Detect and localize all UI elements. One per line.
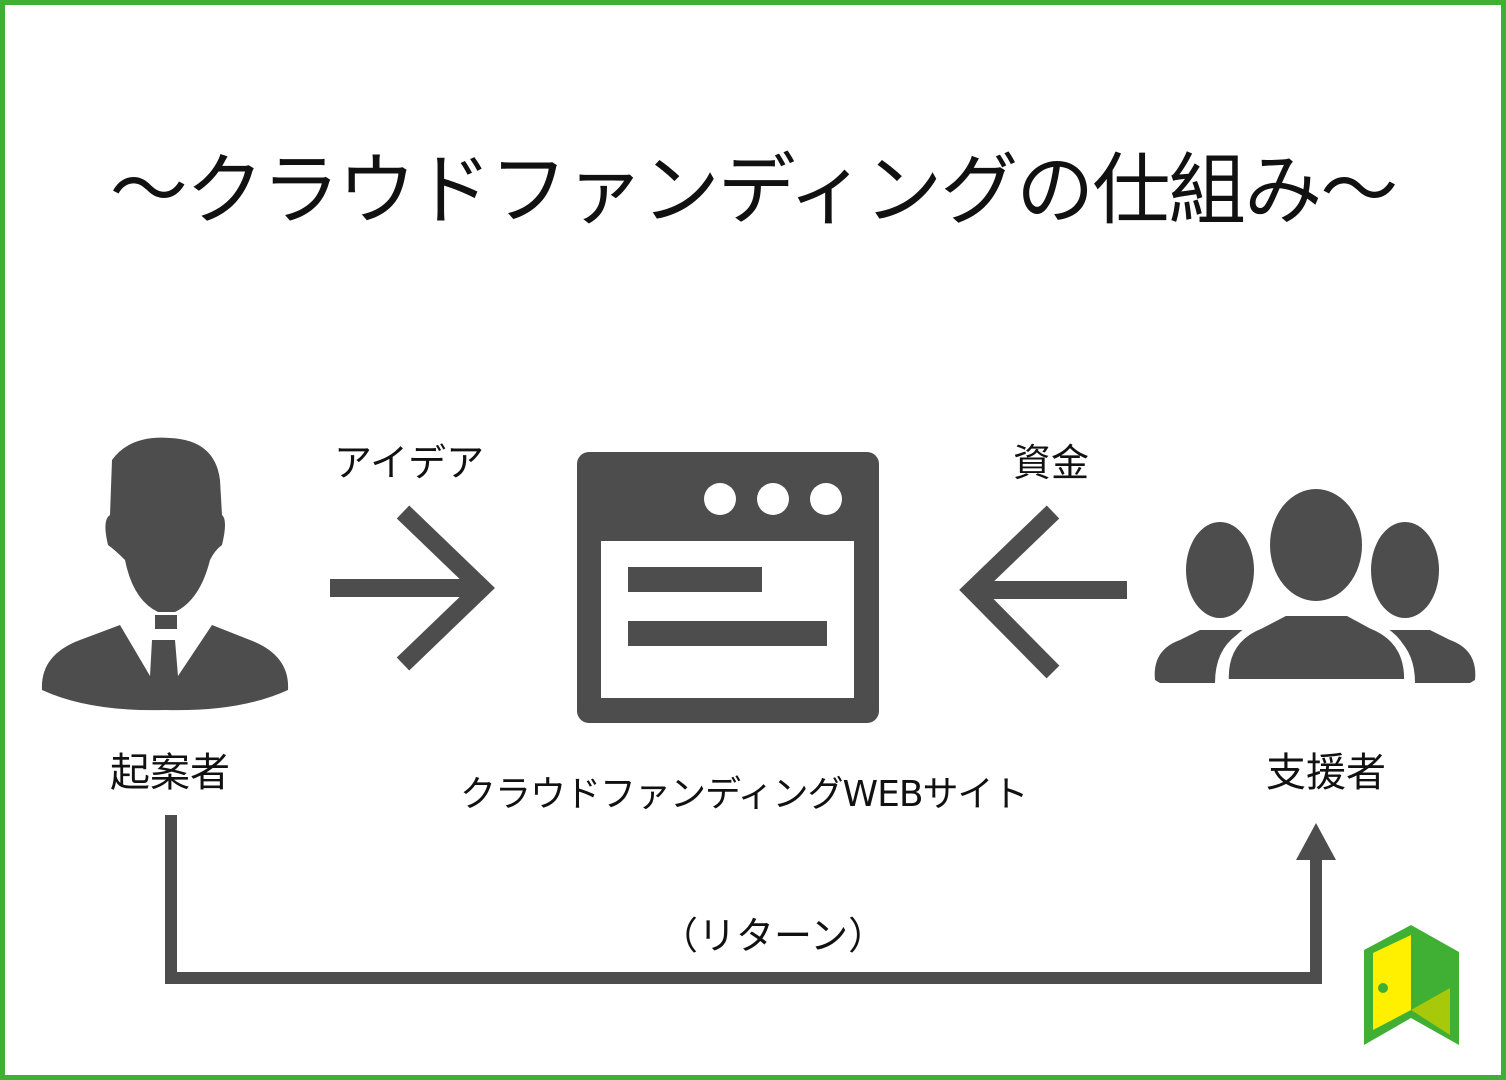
door-logo-icon: [1364, 925, 1459, 1045]
return-arrow-icon: [165, 815, 1336, 984]
page-title: ～クラウドファンディングの仕組み～: [109, 146, 1399, 236]
idea-label: アイデア: [334, 441, 485, 485]
arrow-right-icon: [330, 505, 495, 671]
supporters-group-icon: [1154, 481, 1476, 687]
website-label: クラウドファンディングWEBサイト: [460, 774, 1029, 815]
arrow-left-icon: [959, 505, 1127, 679]
supporters-label: 支援者: [1266, 750, 1386, 796]
funds-label: 資金: [1013, 441, 1090, 485]
businessman-icon: [41, 437, 289, 711]
website-browser-icon: [577, 452, 879, 723]
proposer-label: 起案者: [110, 750, 230, 796]
return-label: （リターン）: [660, 914, 887, 958]
